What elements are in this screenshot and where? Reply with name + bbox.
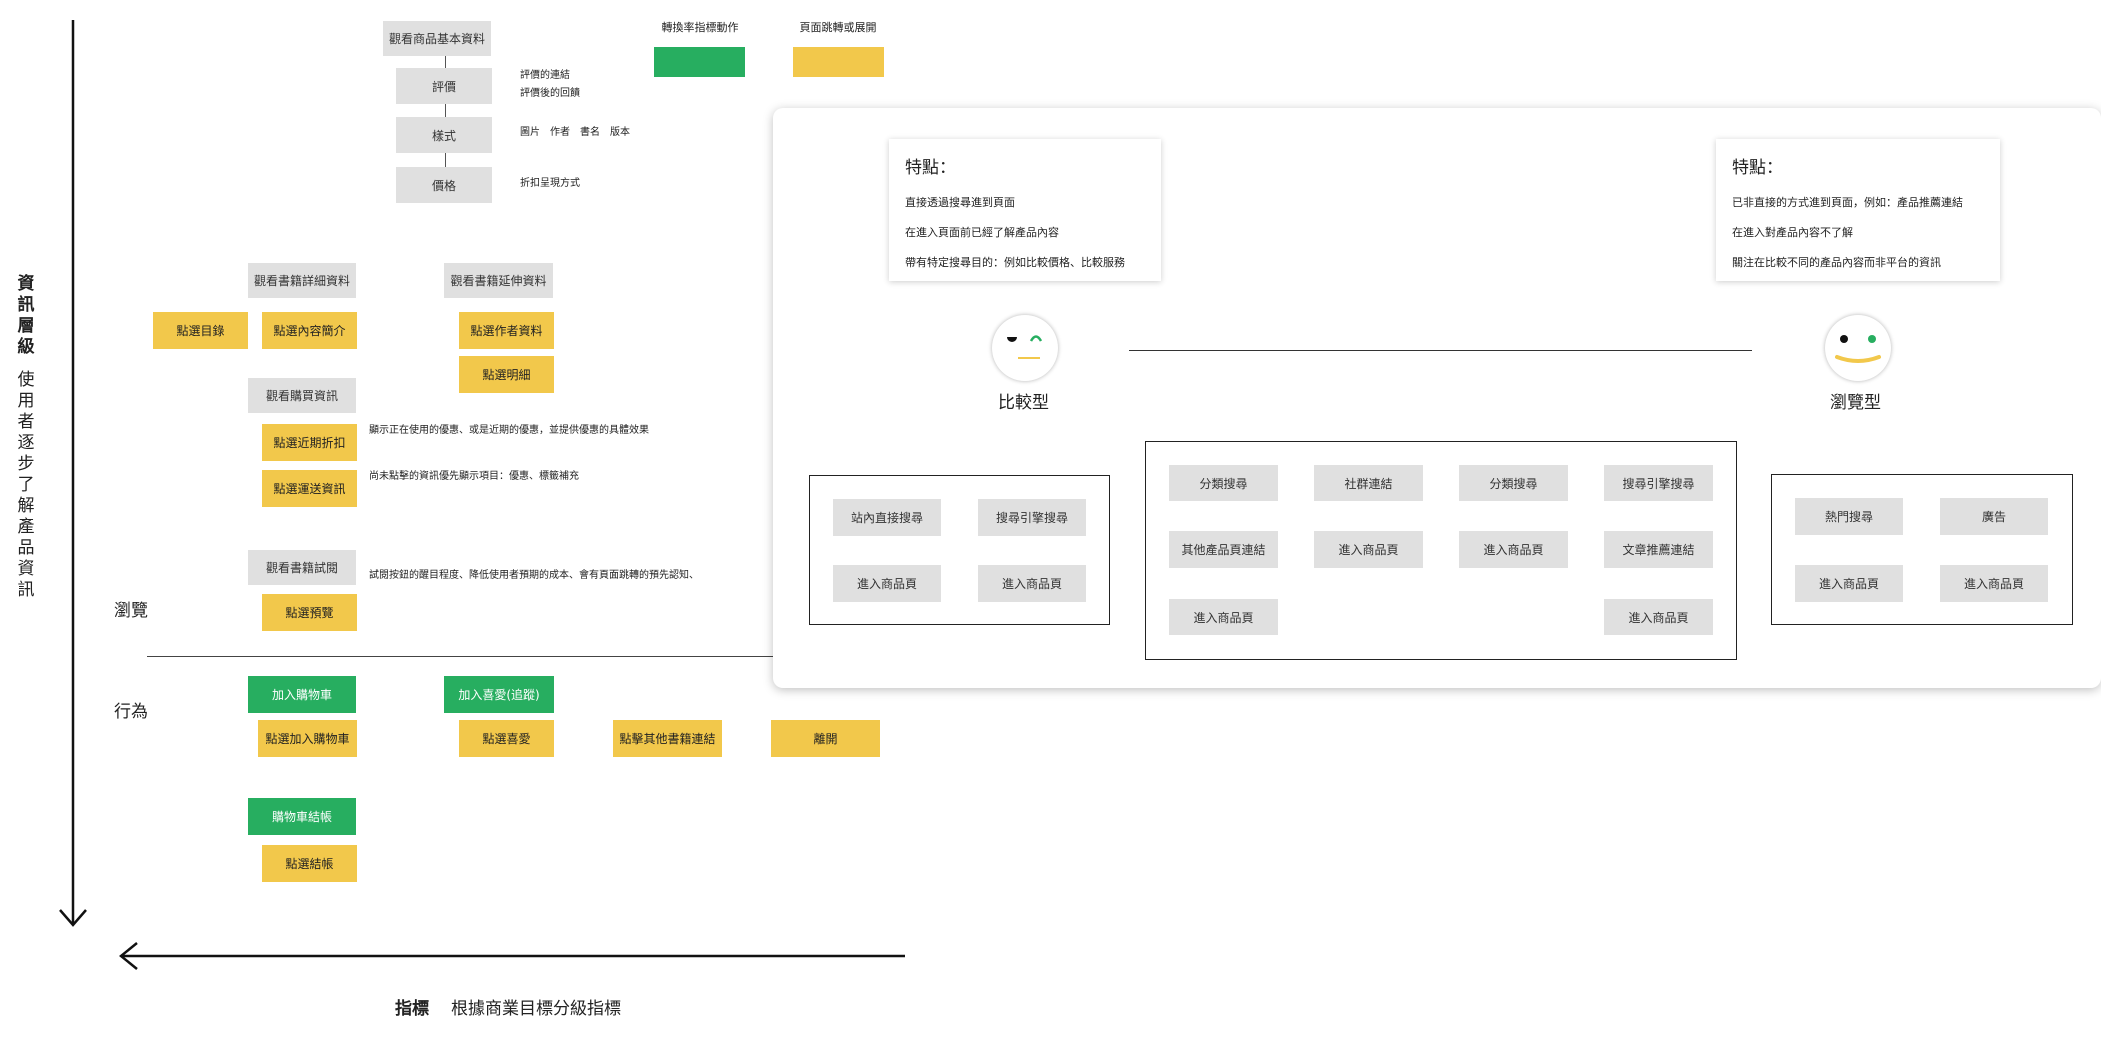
intro-button[interactable]: 點選內容簡介 xyxy=(262,312,357,349)
discount-button[interactable]: 點選近期折扣 xyxy=(262,424,357,461)
path-step: 進入商品頁 xyxy=(1940,565,2048,602)
compare-point: 在進入頁面前已經了解產品內容 xyxy=(905,226,1059,239)
style-box: 樣式 xyxy=(396,117,492,153)
shipping-button[interactable]: 點選運送資訊 xyxy=(262,470,357,507)
spec-button[interactable]: 點選明細 xyxy=(459,356,554,393)
browse-face-icon xyxy=(1825,315,1891,381)
style-note: 圖片 作者 書名 版本 xyxy=(520,127,630,138)
path-step: 站內直接搜尋 xyxy=(833,499,941,536)
price-box: 價格 xyxy=(396,167,492,203)
extended-info-box: 觀看書籍延伸資料 xyxy=(444,263,553,298)
path-step: 其他產品頁連結 xyxy=(1169,531,1278,568)
legend-green-swatch xyxy=(654,47,745,77)
zone-browse-label: 瀏覽 xyxy=(114,601,148,621)
zone-action-label: 行為 xyxy=(114,702,148,722)
review-note-1: 評價的連結 xyxy=(520,70,570,81)
browse-paths-frame xyxy=(1771,474,2073,625)
trial-note: 試閱按鈕的醒目程度、降低使用者預期的成本、會有頁面跳轉的預先認知、 xyxy=(369,570,699,581)
checkout-box: 購物車結帳 xyxy=(248,798,356,835)
favorite-button[interactable]: 點選喜愛 xyxy=(459,720,554,757)
review-box: 評價 xyxy=(396,68,492,104)
purchase-info-box: 觀看購買資訊 xyxy=(248,378,356,413)
compare-face-icon xyxy=(992,315,1058,381)
path-step: 進入商品頁 xyxy=(1459,531,1568,568)
legend-yellow-label: 頁面跳轉或展開 xyxy=(799,21,877,34)
basic-info-box: 觀看商品基本資料 xyxy=(383,21,491,56)
horizontal-axis-arrow xyxy=(119,942,905,970)
path-step: 社群連結 xyxy=(1314,465,1423,501)
detail-info-box: 觀看書籍詳細資料 xyxy=(248,263,356,298)
tree-connector xyxy=(445,104,446,117)
leave-button[interactable]: 離開 xyxy=(771,720,880,757)
review-note-2: 評價後的回饋 xyxy=(520,88,580,99)
mixed-paths-frame xyxy=(1145,441,1737,660)
shipping-note: 尚未點擊的資訊優先顯示項目：優惠、標籤補充 xyxy=(369,471,579,482)
compare-paths-frame xyxy=(809,475,1110,625)
vertical-axis-subtitle: 使用者逐步了解產品資訊 xyxy=(17,370,35,600)
browse-card-title: 特點： xyxy=(1732,158,1783,178)
browse-traits-card: 特點： 已非直接的方式進到頁面，例如：產品推薦連結 在進入對產品內容不了解 關注… xyxy=(1716,139,2000,281)
preview-button[interactable]: 點選預覽 xyxy=(262,594,357,631)
path-step: 進入商品頁 xyxy=(833,565,941,602)
checkout-button[interactable]: 點選結帳 xyxy=(262,845,357,882)
vertical-axis-title: 資訊層級 xyxy=(17,274,35,357)
favorite-box: 加入喜愛(追蹤) xyxy=(444,676,554,713)
browse-point: 關注在比較不同的產品內容而非平台的資訊 xyxy=(1732,256,1941,269)
browse-persona-name: 瀏覽型 xyxy=(1830,393,1881,413)
legend-green-label: 轉換率指標動作 xyxy=(661,21,739,34)
path-step: 廣告 xyxy=(1940,498,2048,535)
compare-point: 帶有特定搜尋目的：例如比較價格、比較服務 xyxy=(905,256,1125,269)
browse-point: 已非直接的方式進到頁面，例如：產品推薦連結 xyxy=(1732,196,1963,209)
horizontal-axis-subtitle: 根據商業目標分級指標 xyxy=(451,999,621,1019)
price-note: 折扣呈現方式 xyxy=(520,178,580,189)
browse-point: 在進入對產品內容不了解 xyxy=(1732,226,1853,239)
author-button[interactable]: 點選作者資料 xyxy=(459,312,554,349)
add-cart-box: 加入購物車 xyxy=(248,676,356,713)
compare-persona-name: 比較型 xyxy=(998,393,1049,413)
path-step: 進入商品頁 xyxy=(1604,599,1713,635)
tree-connector xyxy=(445,153,446,167)
path-step: 分類搜尋 xyxy=(1459,465,1568,501)
persona-spectrum-line xyxy=(1129,350,1752,351)
path-step: 進入商品頁 xyxy=(978,565,1086,602)
other-books-button[interactable]: 點擊其他書籍連結 xyxy=(613,720,722,757)
add-cart-button[interactable]: 點選加入購物車 xyxy=(258,720,357,757)
path-step: 熱門搜尋 xyxy=(1795,498,1903,535)
zone-divider xyxy=(147,656,787,657)
horizontal-axis-title: 指標 xyxy=(395,999,429,1019)
path-step: 文章推薦連結 xyxy=(1604,531,1713,568)
path-step: 進入商品頁 xyxy=(1314,531,1423,568)
legend-yellow-swatch xyxy=(793,47,884,77)
compare-traits-card: 特點： 直接透過搜尋進到頁面 在進入頁面前已經了解產品內容 帶有特定搜尋目的：例… xyxy=(889,139,1161,281)
path-step: 進入商品頁 xyxy=(1169,599,1278,635)
path-step: 搜尋引擎搜尋 xyxy=(1604,465,1713,501)
path-step: 分類搜尋 xyxy=(1169,465,1278,501)
compare-point: 直接透過搜尋進到頁面 xyxy=(905,196,1015,209)
path-step: 進入商品頁 xyxy=(1795,565,1903,602)
tree-connector xyxy=(445,56,446,68)
toc-button[interactable]: 點選目錄 xyxy=(153,312,248,349)
path-step: 搜尋引擎搜尋 xyxy=(978,499,1086,536)
discount-note: 顯示正在使用的優惠、或是近期的優惠，並提供優惠的具體效果 xyxy=(369,425,649,436)
trial-info-box: 觀看書籍試閱 xyxy=(248,550,356,585)
compare-card-title: 特點： xyxy=(905,158,956,178)
vertical-axis-arrow xyxy=(59,20,87,927)
